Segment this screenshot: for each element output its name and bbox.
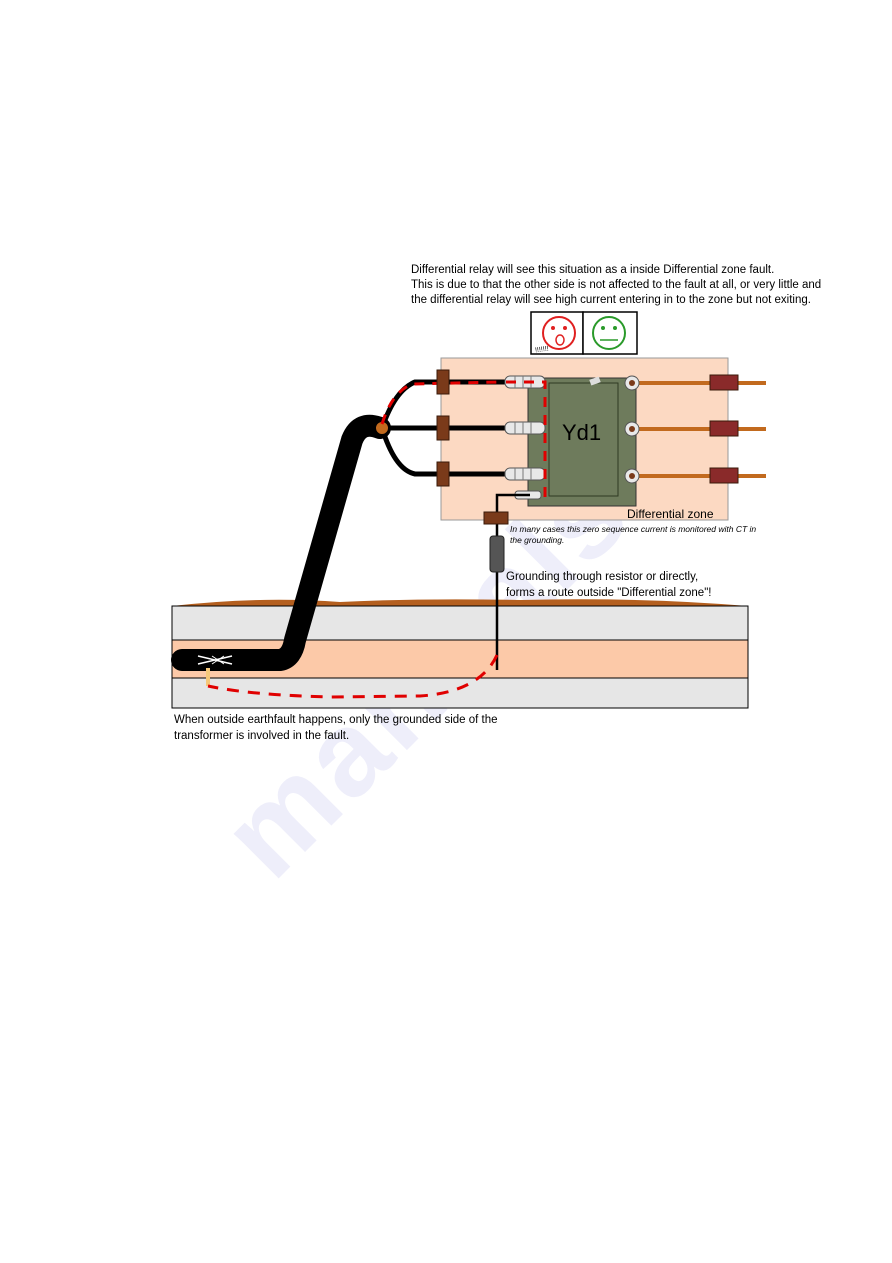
- zone-label: Differential zone: [627, 507, 714, 521]
- sad-face-caption: !!!!!!!: [535, 346, 550, 355]
- fault-current-path-ground: [207, 654, 499, 699]
- grounding-note-line2: forms a route outside "Differential zone…: [506, 587, 711, 599]
- ground-layer-top: [171, 605, 749, 641]
- buried-cable: [171, 414, 391, 671]
- grounding-ct: [483, 511, 509, 525]
- fault-current-path-transformer: [506, 380, 547, 498]
- fault-current-path-cable: [380, 380, 501, 425]
- lv-side: [624, 374, 766, 484]
- grounding-note-line1: Grounding through resistor or directly,: [506, 571, 698, 583]
- grounding-conductor: [483, 493, 530, 670]
- relay-note-line1: Differential relay will see this situati…: [411, 264, 774, 276]
- ct-clamp-right: [709, 467, 739, 484]
- ct-note-line1: In many cases this zero sequence current…: [510, 524, 756, 534]
- ground-layer-bottom: [171, 677, 749, 709]
- grounding-resistor: [489, 535, 505, 573]
- relay-note-line3: the differential relay will see high cur…: [411, 294, 811, 306]
- transformer-label: Yd1: [562, 420, 601, 445]
- ct-clamp-right: [709, 420, 739, 437]
- transformer-nameplate: [589, 376, 601, 386]
- ground-section: [171, 599, 749, 709]
- relay-indicator: [530, 311, 638, 355]
- ct-clamps-left: [436, 369, 450, 487]
- neutral-face-icon: [592, 316, 626, 350]
- earthfault-mark: [197, 655, 233, 686]
- sad-face-icon: [542, 316, 576, 350]
- relay-note-line2: This is due to that the other side is no…: [411, 279, 821, 291]
- earthfault-note-line1: When outside earthfault happens, only th…: [174, 714, 498, 726]
- earthfault-note-line2: transformer is involved in the fault.: [174, 730, 349, 742]
- transformer-core: [548, 382, 619, 497]
- ct-note-line2: the grounding.: [510, 535, 564, 545]
- ct-clamp-right: [709, 374, 739, 391]
